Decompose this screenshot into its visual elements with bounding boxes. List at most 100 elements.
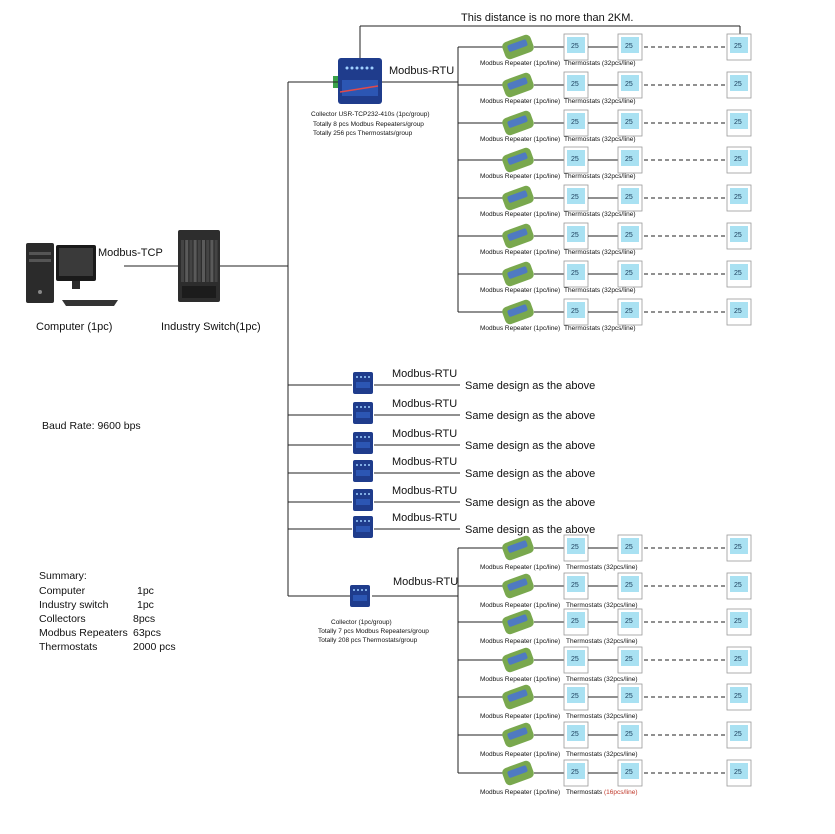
thermostat-label: Thermostats (32pcs/line) bbox=[564, 287, 636, 294]
modbus-repeater-icon bbox=[502, 147, 534, 173]
thermostat-icon: 25 bbox=[563, 260, 589, 288]
thermostat-icon: 25 bbox=[726, 572, 752, 600]
thermostat-icon: 25 bbox=[617, 222, 643, 250]
thermostat-icon: 25 bbox=[617, 71, 643, 99]
thermostat-icon: 25 bbox=[563, 109, 589, 137]
repeater-label: Modbus Repeater (1pc/line) bbox=[480, 789, 560, 796]
summary-qty: 8pcs bbox=[133, 613, 156, 625]
thermostat-icon: 25 bbox=[563, 759, 589, 787]
thermostat-readout: 25 bbox=[734, 544, 742, 551]
repeater-label: Modbus Repeater (1pc/line) bbox=[480, 751, 560, 758]
thermostat-icon: 25 bbox=[726, 222, 752, 250]
thermostat-icon: 25 bbox=[726, 260, 752, 288]
thermostat-label: Thermostats (32pcs/line) bbox=[564, 173, 636, 180]
thermostat-readout: 25 bbox=[625, 270, 633, 277]
thermostat-icon: 25 bbox=[617, 721, 643, 749]
thermostat-readout: 25 bbox=[571, 656, 579, 663]
thermostat-readout: 25 bbox=[734, 270, 742, 277]
thermostat-icon: 25 bbox=[617, 646, 643, 674]
summary-qty: 63pcs bbox=[133, 627, 162, 639]
thermostat-icon: 25 bbox=[563, 721, 589, 749]
repeater-label: Modbus Repeater (1pc/line) bbox=[480, 211, 560, 218]
collector-icon bbox=[353, 460, 373, 482]
thermostat-icon: 25 bbox=[617, 759, 643, 787]
thermostat-icon: 25 bbox=[617, 260, 643, 288]
thermostat-readout: 25 bbox=[571, 769, 579, 776]
switch-label: Industry Switch(1pc) bbox=[161, 321, 261, 333]
thermostat-readout: 25 bbox=[625, 232, 633, 239]
modbus-repeater-icon bbox=[502, 722, 534, 748]
repeater-label: Modbus Repeater (1pc/line) bbox=[480, 564, 560, 571]
thermostat-icon: 25 bbox=[726, 71, 752, 99]
thermostat-readout: 25 bbox=[734, 769, 742, 776]
thermostat-label-last: Thermostats (16pcs/line) bbox=[566, 789, 638, 796]
group2-collector-line-3: Totally 208 pcs Thermostats/group bbox=[318, 637, 418, 644]
modbus-repeater-icon bbox=[502, 535, 534, 561]
distance-note: This distance is no more than 2KM. bbox=[461, 12, 634, 24]
modbus-rtu-label: Modbus-RTU bbox=[392, 368, 457, 380]
summary-item: Collectors bbox=[39, 613, 86, 625]
summary-item: Thermostats bbox=[39, 641, 98, 653]
thermostat-readout: 25 bbox=[734, 308, 742, 315]
thermostat-readout: 25 bbox=[734, 693, 742, 700]
thermostat-icon: 25 bbox=[726, 298, 752, 326]
modbus-repeater-icon bbox=[502, 573, 534, 599]
thermostat-icon: 25 bbox=[726, 146, 752, 174]
thermostat-readout: 25 bbox=[734, 119, 742, 126]
computer-label: Computer (1pc) bbox=[36, 321, 113, 333]
thermostat-icon: 25 bbox=[726, 608, 752, 636]
repeater-label: Modbus Repeater (1pc/line) bbox=[480, 713, 560, 720]
group2-collector-line-2: Totally 7 pcs Modbus Repeaters/group bbox=[318, 628, 429, 635]
thermostat-readout: 25 bbox=[625, 81, 633, 88]
thermostat-icon: 25 bbox=[617, 572, 643, 600]
thermostat-icon: 25 bbox=[726, 184, 752, 212]
thermostat-readout: 25 bbox=[571, 270, 579, 277]
thermostat-icon: 25 bbox=[563, 33, 589, 61]
same-design-note: Same design as the above bbox=[465, 380, 595, 392]
modbus-repeater-icon bbox=[502, 185, 534, 211]
thermostat-readout: 25 bbox=[625, 308, 633, 315]
thermostat-icon: 25 bbox=[617, 109, 643, 137]
modbus-tcp-label: Modbus-TCP bbox=[98, 247, 163, 259]
thermostat-icon: 25 bbox=[563, 683, 589, 711]
thermostat-icon: 25 bbox=[563, 298, 589, 326]
thermostat-icon: 25 bbox=[563, 608, 589, 636]
thermostat-icon: 25 bbox=[726, 109, 752, 137]
same-design-note: Same design as the above bbox=[465, 468, 595, 480]
thermostat-readout: 25 bbox=[571, 119, 579, 126]
summary-qty: 1pc bbox=[137, 599, 154, 611]
thermostat-readout: 25 bbox=[625, 156, 633, 163]
group1-collector-line-2: Totally 8 pcs Modbus Repeaters/group bbox=[313, 121, 424, 128]
thermostat-readout: 25 bbox=[734, 656, 742, 663]
group1-protocol-label: Modbus-RTU bbox=[389, 65, 455, 77]
thermostat-label: Thermostats (32pcs/line) bbox=[566, 602, 638, 609]
thermostat-label: Thermostats (32pcs/line) bbox=[564, 60, 636, 67]
thermostat-label: Thermostats (32pcs/line) bbox=[566, 713, 638, 720]
summary-item: Modbus Repeaters bbox=[39, 627, 128, 639]
modbus-repeater-icon bbox=[502, 299, 534, 325]
collector-icon bbox=[353, 372, 373, 394]
thermostat-label: Thermostats (32pcs/line) bbox=[564, 136, 636, 143]
thermostat-icon: 25 bbox=[726, 759, 752, 787]
collector-group2-icon bbox=[350, 585, 370, 607]
repeater-label: Modbus Repeater (1pc/line) bbox=[480, 676, 560, 683]
same-design-note: Same design as the above bbox=[465, 524, 595, 536]
thermostat-readout: 25 bbox=[571, 731, 579, 738]
modbus-repeater-icon bbox=[502, 760, 534, 786]
thermostat-readout: 25 bbox=[625, 731, 633, 738]
same-design-note: Same design as the above bbox=[465, 410, 595, 422]
baud-rate: Baud Rate: 9600 bps bbox=[42, 420, 141, 432]
same-design-note: Same design as the above bbox=[465, 440, 595, 452]
thermostat-icon: 25 bbox=[563, 572, 589, 600]
thermostat-label: Thermostats (32pcs/line) bbox=[566, 564, 638, 571]
repeater-label: Modbus Repeater (1pc/line) bbox=[480, 60, 560, 67]
collector-icon bbox=[353, 402, 373, 424]
modbus-repeater-icon bbox=[502, 223, 534, 249]
thermostat-readout: 25 bbox=[734, 156, 742, 163]
thermostat-readout: 25 bbox=[625, 582, 633, 589]
modbus-rtu-label: Modbus-RTU bbox=[392, 512, 457, 524]
modbus-rtu-label: Modbus-RTU bbox=[392, 398, 457, 410]
thermostat-readout: 25 bbox=[571, 156, 579, 163]
